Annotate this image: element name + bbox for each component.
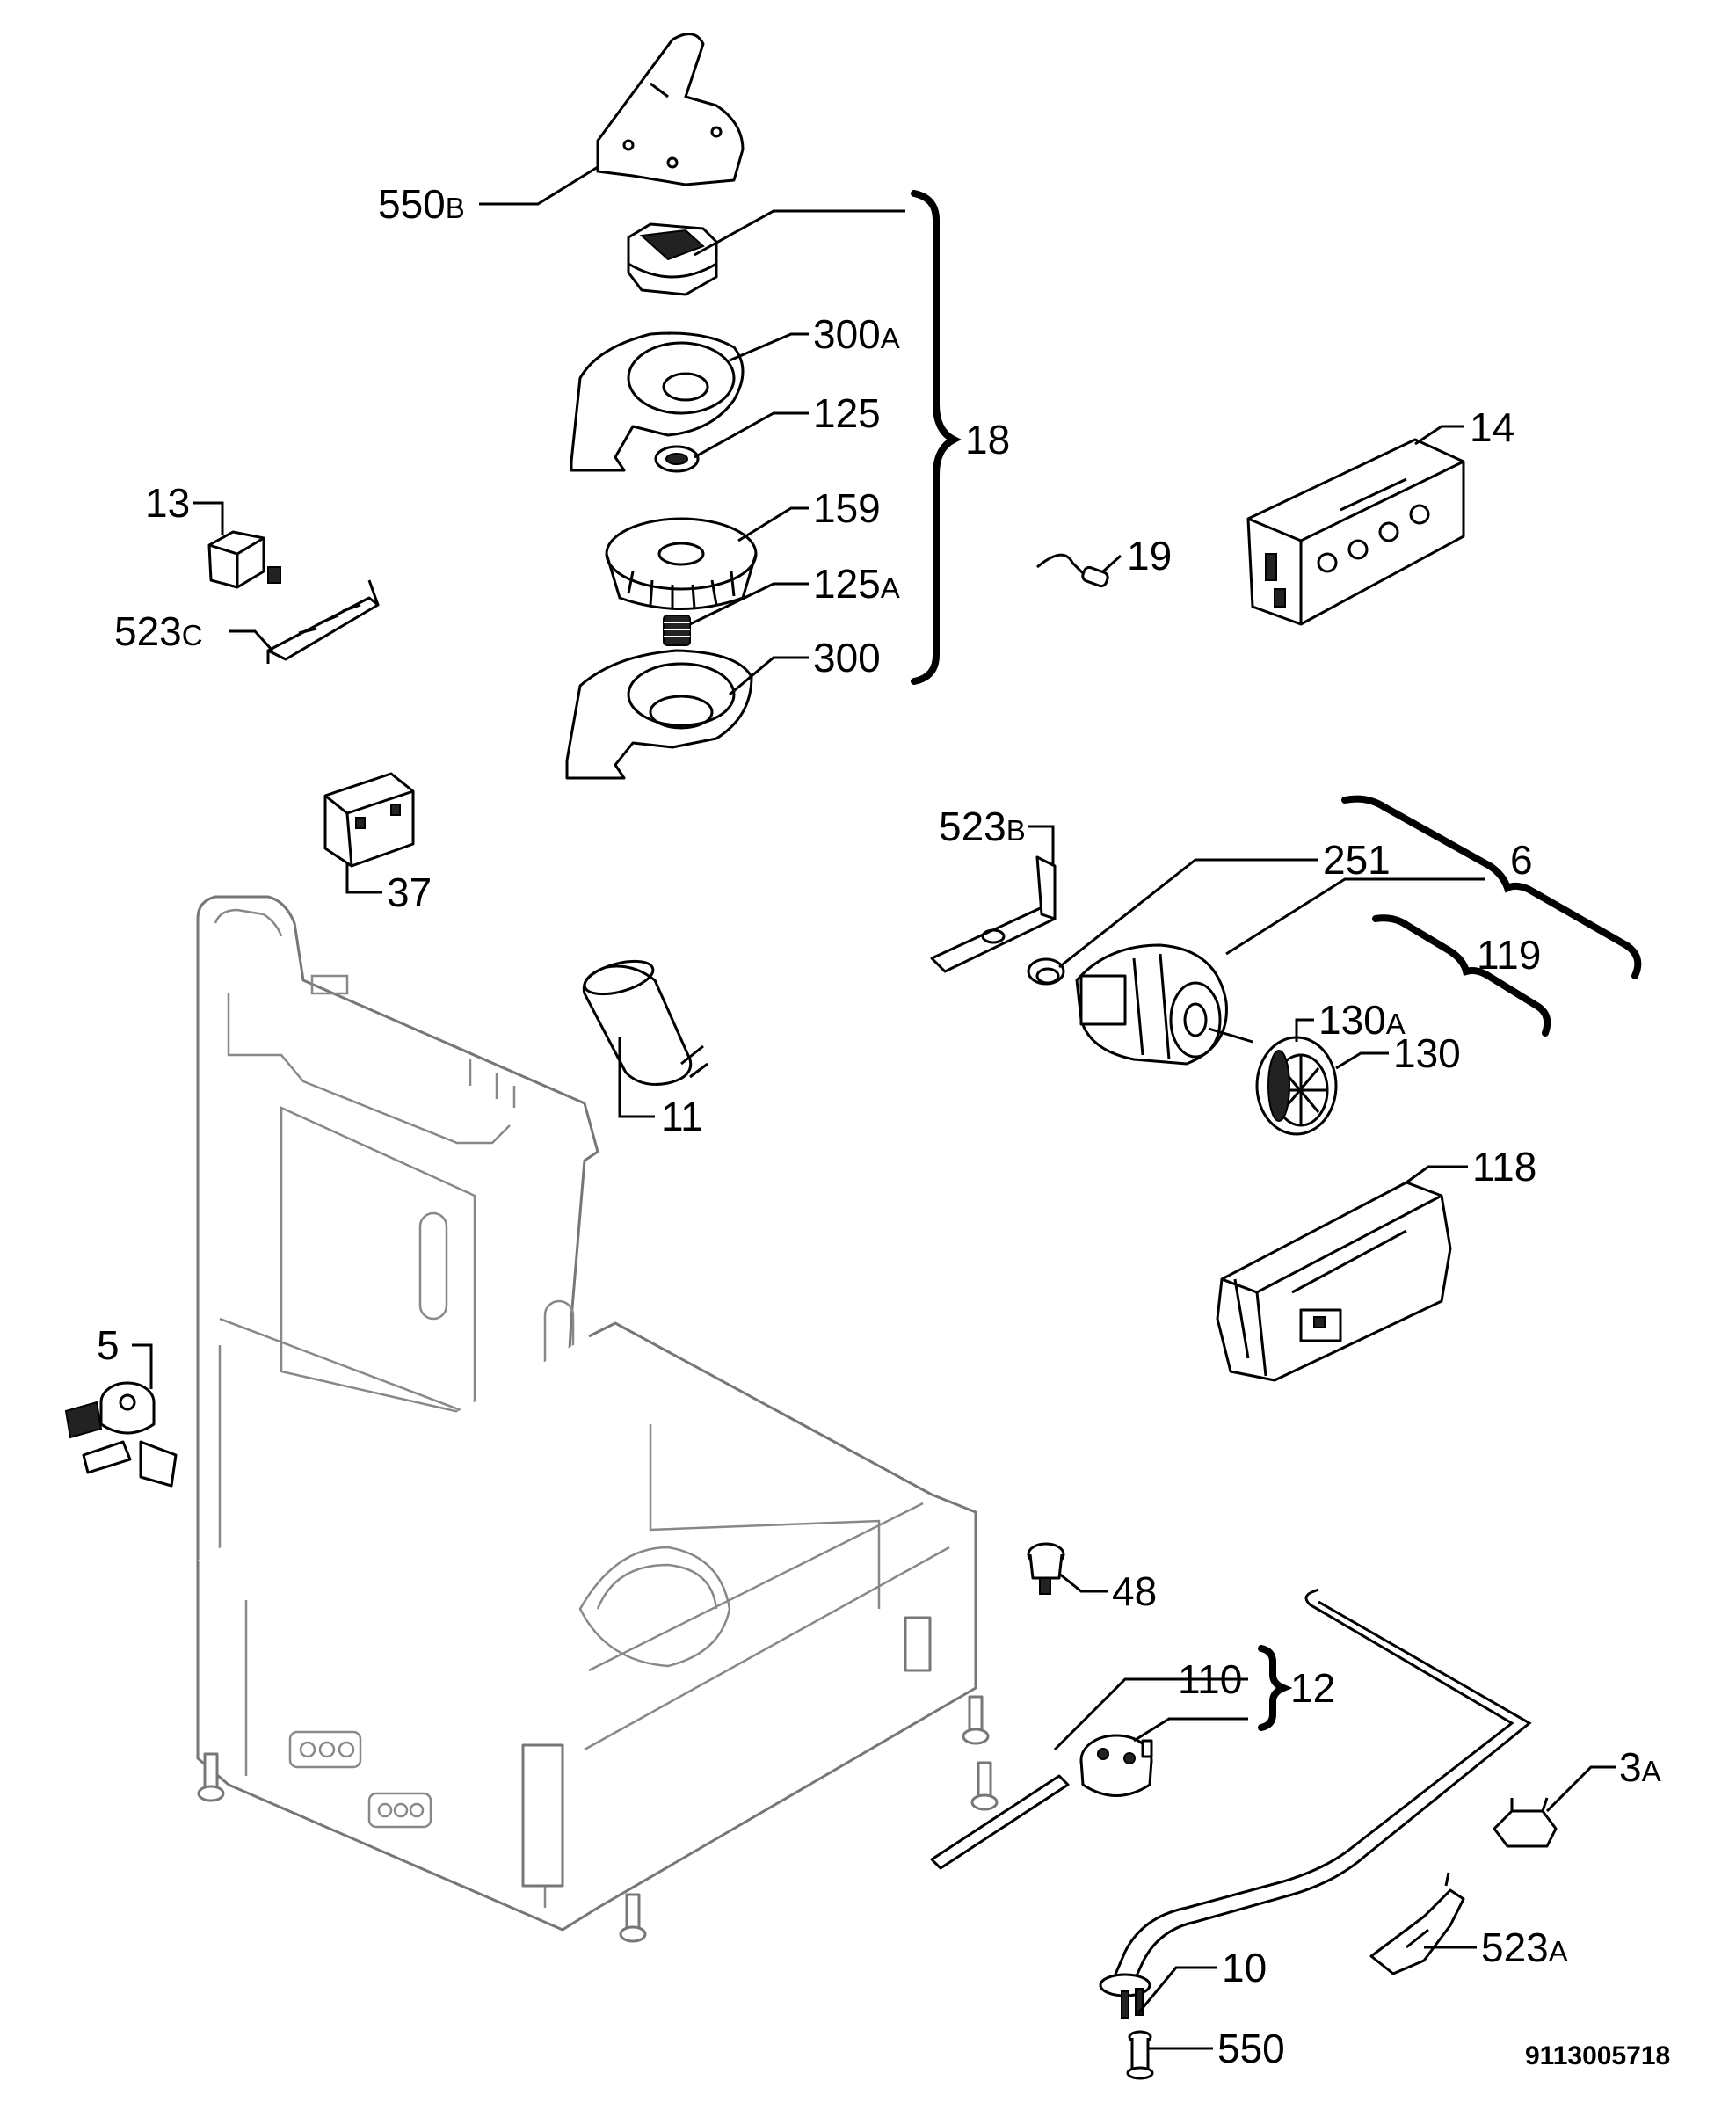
- label-251: 251: [1323, 837, 1391, 883]
- part-48-pressure-sensor: [1027, 1542, 1065, 1595]
- label-125a: 125A: [813, 561, 900, 607]
- part-37-filter: [323, 772, 415, 868]
- tub-frame-drawing: [196, 895, 999, 1943]
- part-550b-duct-cover: [596, 33, 745, 186]
- label-6: 6: [1510, 837, 1533, 883]
- label-110: 110: [1178, 1656, 1242, 1702]
- label-159: 159: [813, 485, 881, 531]
- part-fan-motor: [627, 222, 718, 296]
- part-159-impeller: [605, 517, 758, 610]
- part-523a-bracket: [1369, 1872, 1465, 1975]
- part-6-pump-motor: [1075, 943, 1253, 1066]
- label-130: 130: [1393, 1030, 1461, 1076]
- label-523a: 523A: [1481, 1924, 1568, 1970]
- label-118: 118: [1472, 1144, 1536, 1190]
- part-251-grommet: [1027, 957, 1065, 986]
- label-10: 10: [1222, 1945, 1267, 1990]
- part-19-sensor: [1036, 553, 1109, 588]
- part-14-control-board: [1246, 438, 1465, 626]
- label-12: 12: [1290, 1665, 1335, 1711]
- label-300: 300: [813, 635, 881, 680]
- part-550-screw: [1126, 2030, 1154, 2080]
- part-3a-clip: [1493, 1797, 1558, 1848]
- part-523c-bracket: [266, 579, 380, 664]
- callout-labels: 550B 300A 125 18 159 125A 300 13 523C 14…: [97, 181, 1670, 2071]
- label-5: 5: [97, 1322, 120, 1368]
- part-11-capacitor: [582, 959, 708, 1086]
- frame-feet: [197, 1695, 999, 1943]
- part-300-lower-housing: [565, 649, 753, 780]
- document-number: 9113005718: [1525, 2041, 1670, 2070]
- label-523c: 523C: [114, 608, 203, 654]
- part-523b-bracket: [930, 855, 1057, 973]
- label-550: 550: [1217, 2026, 1285, 2071]
- part-300a-upper-housing: [570, 331, 745, 472]
- part-125a-spring: [663, 615, 691, 646]
- part-130-impeller: [1255, 1036, 1338, 1136]
- label-550b: 550B: [378, 181, 465, 227]
- part-13-switch: [207, 530, 281, 589]
- part-110-thermostat: [930, 1734, 1153, 1870]
- label-523b: 523B: [939, 804, 1026, 849]
- label-19: 19: [1127, 533, 1172, 578]
- label-37: 37: [387, 869, 432, 915]
- grouping-braces: [911, 190, 1642, 1731]
- label-11: 11: [661, 1094, 703, 1139]
- part-118-dispenser: [1216, 1181, 1452, 1382]
- label-3a: 3A: [1619, 1744, 1661, 1790]
- label-18: 18: [965, 417, 1010, 462]
- part-10-heating-element: [1099, 1588, 1532, 2019]
- label-130a: 130A: [1318, 997, 1406, 1043]
- part-5-inlet-valve: [64, 1381, 178, 1488]
- label-14: 14: [1470, 404, 1514, 450]
- part-125-bearing: [654, 445, 700, 473]
- label-300a: 300A: [813, 311, 900, 357]
- label-119: 119: [1477, 932, 1541, 978]
- label-48: 48: [1112, 1568, 1157, 1614]
- label-125: 125: [813, 390, 881, 436]
- label-13: 13: [145, 480, 190, 526]
- leader-lines: [132, 165, 1616, 2050]
